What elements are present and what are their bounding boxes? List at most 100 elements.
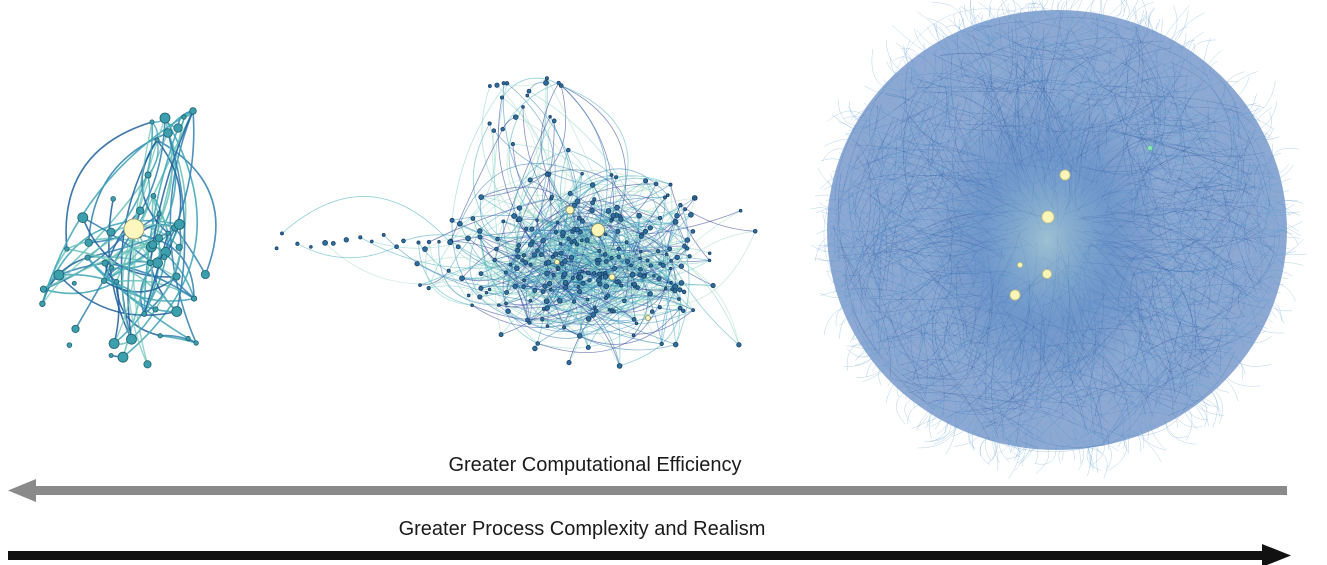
network-edge — [911, 414, 945, 430]
network-edge — [1263, 178, 1290, 193]
network-edge — [1235, 111, 1271, 207]
network-edge — [854, 114, 884, 131]
network-edge — [1271, 214, 1299, 232]
network-edge — [1235, 104, 1264, 109]
network-edge — [1204, 255, 1274, 321]
network-edge — [978, 381, 993, 396]
network-edge — [1245, 160, 1278, 172]
network-node — [569, 240, 574, 245]
network-edge — [428, 198, 552, 243]
network-edge — [1107, 328, 1152, 405]
network-edge — [858, 225, 915, 274]
network-node — [523, 260, 529, 265]
network-edge — [1252, 178, 1291, 200]
network-edge — [1129, 89, 1148, 137]
network-edge — [586, 199, 602, 241]
network-edge — [1007, 38, 1064, 48]
network-edge — [1200, 219, 1275, 254]
network-node — [669, 259, 673, 263]
network-node — [143, 360, 152, 369]
network-edge — [1241, 254, 1255, 286]
network-edge — [862, 172, 875, 215]
network-node — [663, 195, 667, 200]
network-edge — [1233, 119, 1256, 134]
network-edge — [1265, 202, 1286, 223]
network-edge — [479, 236, 589, 323]
network-edge — [1064, 82, 1123, 101]
network-edge — [932, 53, 1074, 92]
network-edge — [562, 180, 646, 277]
network-edge — [1191, 372, 1239, 402]
network-node — [117, 351, 129, 363]
network-edge — [1014, 26, 1029, 33]
network-node — [710, 283, 716, 289]
network-node — [1147, 145, 1153, 151]
network-edge — [989, 14, 1000, 42]
network-edge — [860, 96, 906, 180]
network-edge — [113, 228, 136, 344]
network-edge — [1102, 0, 1126, 22]
network-edge — [892, 154, 922, 215]
network-edge — [837, 173, 882, 333]
network-edge — [1016, 429, 1021, 452]
network-edge — [839, 239, 881, 309]
network-edge — [1149, 359, 1217, 388]
network-edge — [645, 180, 690, 345]
network-edge — [1223, 353, 1239, 359]
network-node — [659, 341, 664, 347]
network-edge — [467, 194, 552, 239]
network-edge — [1250, 298, 1271, 303]
network-edge — [1139, 342, 1160, 407]
network-node — [638, 256, 642, 261]
network-edge — [869, 141, 897, 277]
network-edge — [1138, 336, 1240, 354]
network-edge — [1119, 91, 1204, 153]
network-edge — [1113, 113, 1151, 149]
network-edge — [1156, 19, 1163, 58]
network-node — [39, 285, 48, 293]
network-edge — [598, 198, 696, 275]
network-edge — [1225, 327, 1272, 367]
network-node — [465, 235, 471, 242]
network-edge — [1052, 32, 1124, 125]
network-node — [667, 246, 673, 252]
network-edge — [861, 102, 884, 196]
network-node — [638, 266, 643, 272]
network-edge — [867, 192, 919, 223]
network-edge — [546, 231, 619, 268]
network-edge — [860, 310, 881, 335]
network-edge — [1182, 42, 1195, 59]
network-edge — [899, 47, 1025, 125]
network-node — [603, 259, 609, 264]
network-edge — [1190, 39, 1216, 72]
network-edge — [1208, 124, 1267, 263]
network-edge — [1129, 96, 1240, 109]
network-node — [556, 266, 561, 271]
network-edge — [1098, 405, 1124, 443]
network-edge — [831, 268, 858, 284]
network-edge — [1057, 0, 1065, 16]
network-edge — [1168, 240, 1258, 329]
network-edge — [641, 210, 741, 235]
network-edge — [885, 62, 949, 178]
network-edge — [1037, 390, 1177, 440]
network-edge — [982, 6, 991, 24]
network-edge — [1175, 372, 1222, 416]
network-edge — [840, 233, 880, 287]
network-edge — [912, 86, 1035, 95]
network-edge — [972, 395, 1099, 438]
network-edge — [1201, 287, 1269, 348]
network-edge — [956, 17, 965, 53]
network-edge — [860, 232, 874, 331]
network-edge — [562, 232, 612, 259]
network-edge — [1181, 381, 1220, 417]
network-edge — [1256, 152, 1273, 163]
network-edge — [1189, 66, 1204, 89]
network-edge — [932, 75, 941, 104]
network-node — [585, 297, 590, 302]
network-edge — [879, 243, 930, 258]
network-edge — [1086, 442, 1101, 471]
network-edge — [1165, 322, 1217, 387]
network-edge — [514, 259, 600, 287]
network-edge — [956, 394, 976, 413]
